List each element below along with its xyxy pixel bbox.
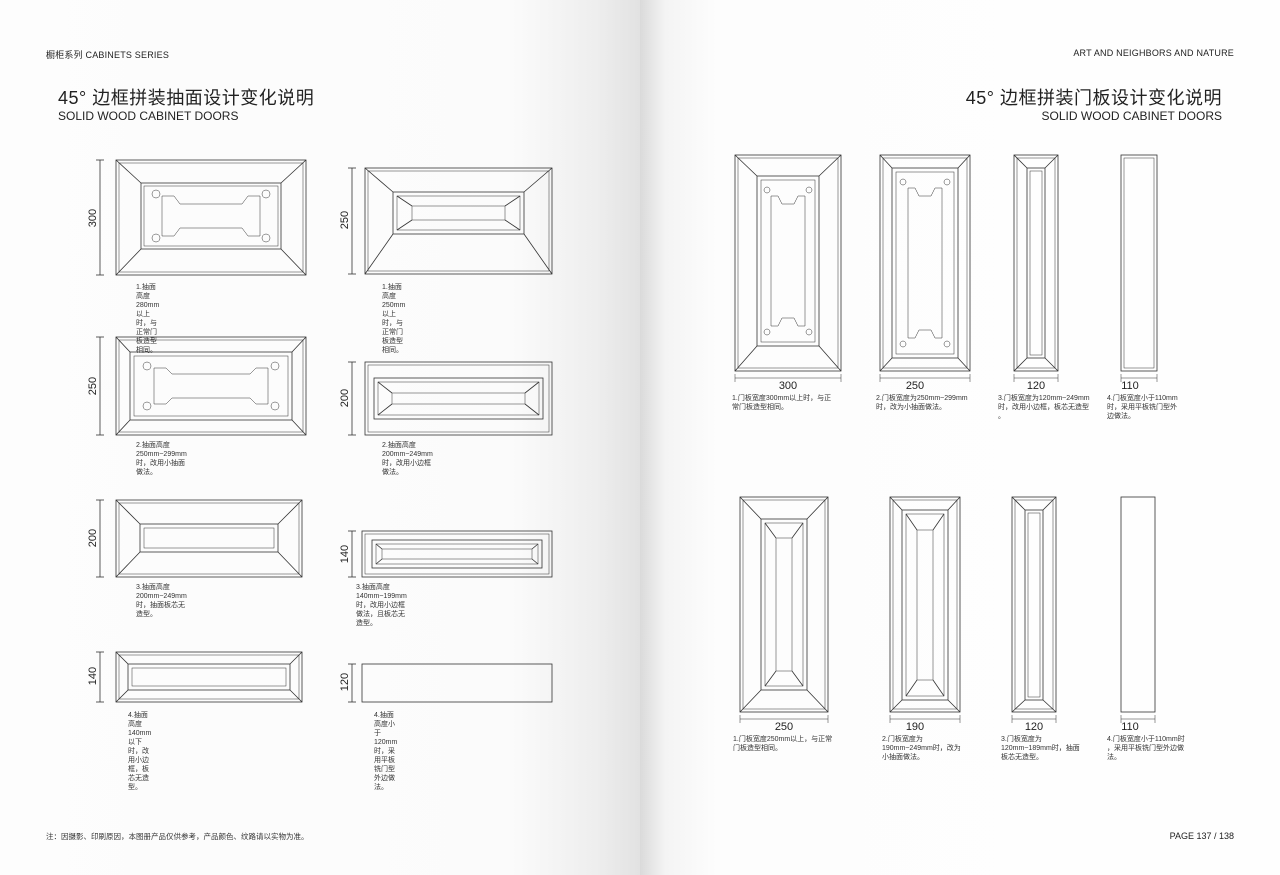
dimension-label: 120 xyxy=(339,672,351,692)
door-diagram-7 xyxy=(1011,496,1057,723)
door-diagram-5 xyxy=(739,496,829,723)
drawer-diagram-shallow-frame xyxy=(96,651,303,703)
drawer-diagram-flat xyxy=(348,663,553,703)
drawing-caption: 1.抽面高度280mm以上时，与正常门板造型相同。 xyxy=(136,284,160,354)
drawer-diagram-ornate-large xyxy=(96,159,307,276)
series-header: 橱柜系列 CABINETS SERIES xyxy=(46,50,170,60)
page-subtitle: SOLID WOOD CABINET DOORS xyxy=(1041,109,1222,123)
page-subtitle: SOLID WOOD CABINET DOORS xyxy=(58,109,239,123)
drawer-diagram-ornate-small xyxy=(96,336,307,436)
drawing-caption: 4.抽面高度140mm以下时，改用小边框，板芯无造型。 xyxy=(128,712,152,791)
drawer-diagram-narrow-frame xyxy=(348,530,553,578)
left-page: 橱柜系列 CABINETS SERIES 45° 边框拼装抽面设计变化说明 SO… xyxy=(0,0,640,875)
door-diagram-8 xyxy=(1120,496,1156,723)
page-title: 45° 边框拼装门板设计变化说明 xyxy=(965,88,1222,108)
drawer-diagram-raised xyxy=(348,167,553,275)
page-title: 45° 边框拼装抽面设计变化说明 xyxy=(58,88,315,108)
drawing-caption: 1.抽面高度250mm以上时，与正常门板造型相同。 xyxy=(382,284,406,354)
drawing-caption: 2.抽面高度200mm~249mm时，改用小边框做法。 xyxy=(382,442,433,476)
door-caption: 4.门板宽度小于110mm时，采用平板铣门型外边做法。 xyxy=(1107,736,1185,761)
door-diagram-6 xyxy=(889,496,961,723)
page-number: PAGE 137 / 138 xyxy=(1169,831,1234,841)
dimension-label: 110 xyxy=(1121,380,1139,392)
dimension-label: 190 xyxy=(905,721,925,733)
drawing-caption: 3.抽面高度200mm~249mm时，抽面板芯无造型。 xyxy=(136,584,187,618)
dimension-label: 110 xyxy=(1121,721,1139,733)
door-diagram-3 xyxy=(1013,154,1059,382)
right-page: ART AND NEIGHBORS AND NATURE 45° 边框拼装门板设… xyxy=(640,0,1280,875)
drawing-caption: 4.抽面高度小于120mm时，采用平板铣门型外边做法。 xyxy=(374,712,398,791)
brand-header: ART AND NEIGHBORS AND NATURE xyxy=(1073,48,1234,58)
footnote: 注：因摄影、印刷原因，本图册产品仅供参考，产品颜色、纹路请以实物为准。 xyxy=(46,832,309,841)
door-diagrams xyxy=(734,154,1158,723)
door-diagram-2 xyxy=(879,154,971,382)
dimension-label: 300 xyxy=(778,380,798,392)
door-caption: 1.门板宽度250mm以上，与正常门板造型相同。 xyxy=(733,736,833,752)
door-caption: 1.门板宽度300mm以上时，与正常门板造型相同。 xyxy=(732,395,832,411)
drawer-diagram-plain-panel xyxy=(96,499,303,578)
dimension-label: 120 xyxy=(1024,721,1044,733)
dimension-label: 250 xyxy=(774,721,794,733)
door-diagram-4 xyxy=(1120,154,1158,382)
door-diagram-1 xyxy=(734,154,842,382)
drawing-caption: 2.抽面高度250mm~299mm时，改用小抽面做法。 xyxy=(136,442,187,476)
drawer-diagram-small-frame xyxy=(348,361,553,436)
dimension-label: 250 xyxy=(905,380,925,392)
drawing-caption: 3.抽面高度140mm~199mm时，改用小边框做法，且板芯无造型。 xyxy=(356,584,407,627)
dimension-label: 120 xyxy=(1026,380,1046,392)
